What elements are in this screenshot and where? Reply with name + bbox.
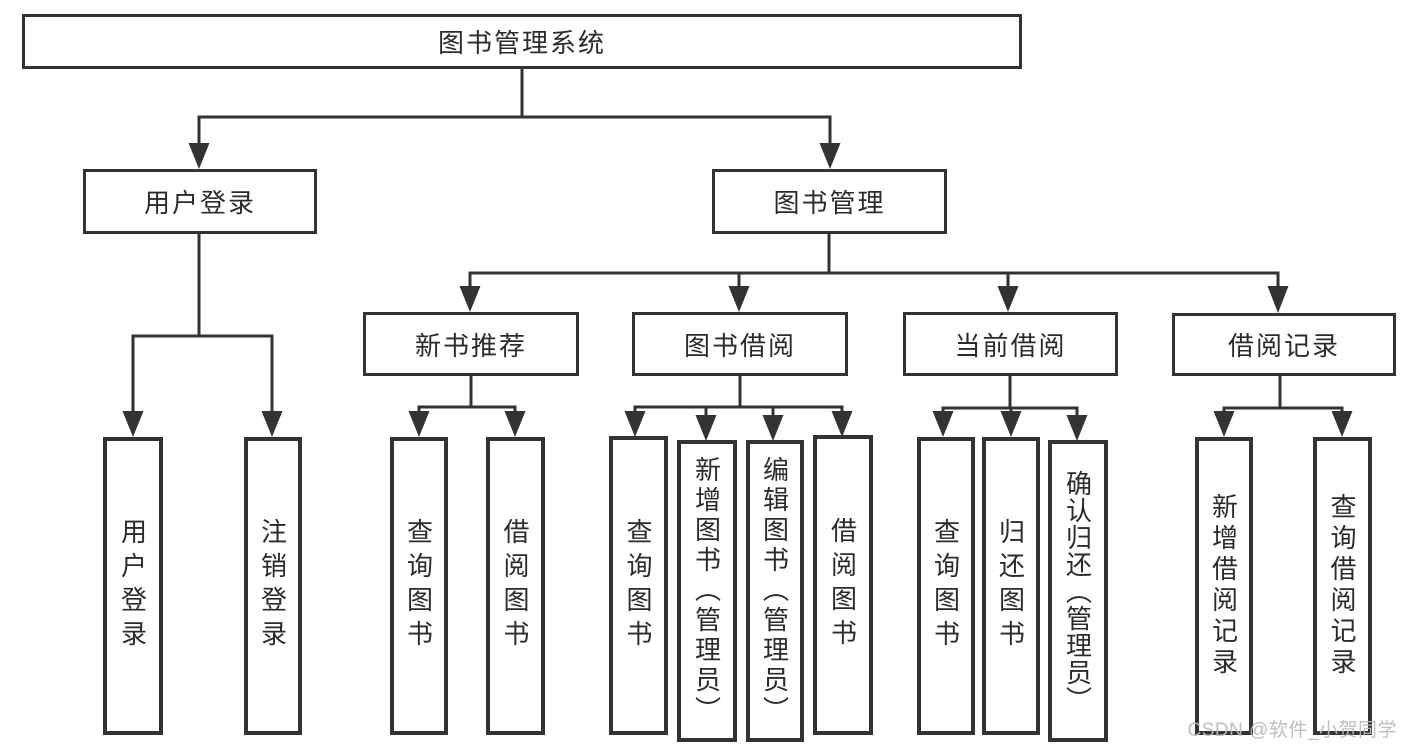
node-leaf-query-book-a-label: 查询图书 (403, 518, 434, 654)
node-leaf-logout: 注销登录 (244, 437, 302, 735)
arrowhead-logout (261, 411, 283, 437)
node-leaf-confirm-return: 确认归还（管理员） (1048, 440, 1108, 742)
node-leaf-query-borrow-record: 查询借阅记录 (1313, 437, 1372, 735)
csdn-watermark: CSDN @软件_小贺同学 (1187, 720, 1397, 741)
node-leaf-add-book: 新增图书（管理员） (677, 440, 737, 742)
arrowhead-bookborrow (728, 286, 750, 312)
node-leaf-query-borrow-record-label: 查询借阅记录 (1327, 493, 1357, 679)
arrowhead-returnbook (1000, 411, 1022, 437)
connector-newbookrec-to-leaves (417, 376, 517, 413)
node-book-mgmt: 图书管理 (712, 169, 947, 234)
arrowhead-bookmgmt (819, 143, 841, 169)
node-borrow-record-label: 借阅记录 (1227, 331, 1340, 361)
arrowhead-borrowrecord (1267, 286, 1289, 313)
node-leaf-borrow-book-a-label: 借阅图书 (500, 518, 530, 654)
node-leaf-borrow-book-b: 借阅图书 (813, 435, 873, 735)
arrowhead-borrowbook-b (831, 411, 853, 437)
node-leaf-edit-book-label: 编辑图书（管理员） (759, 456, 790, 726)
node-new-book-rec-label: 新书推荐 (414, 330, 527, 361)
node-leaf-login-label: 用户登录 (117, 518, 148, 654)
arrowhead-borrowbook-a (504, 411, 526, 437)
node-leaf-query-book-b: 查询图书 (609, 436, 668, 735)
node-leaf-query-book-c: 查询图书 (917, 437, 975, 735)
arrowhead-queryrecord (1331, 411, 1353, 437)
node-root-label: 图书管理系统 (437, 28, 606, 58)
node-leaf-confirm-return-label: 确认归还（管理员） (1062, 469, 1093, 713)
connector-borrowrecord-to-leaves (1222, 376, 1344, 413)
node-leaf-query-book-b-label: 查询图书 (623, 517, 653, 654)
node-leaf-add-borrow-record-label: 新增借阅记录 (1208, 493, 1239, 679)
connector-userlogin-to-leaves (131, 233, 274, 413)
arrowhead-editbook (762, 415, 784, 441)
node-book-borrow-label: 图书借阅 (683, 330, 796, 361)
node-leaf-borrow-book-b-label: 借阅图书 (827, 517, 858, 653)
node-current-borrow: 当前借阅 (903, 312, 1118, 376)
node-leaf-return-book-label: 归还图书 (995, 518, 1026, 654)
arrowhead-addbook (695, 415, 717, 441)
node-borrow-record: 借阅记录 (1172, 313, 1396, 376)
node-leaf-query-book-c-label: 查询图书 (930, 518, 961, 654)
arrowhead-currentborrow (997, 286, 1019, 312)
connector-bookmgmt-to-level3 (468, 233, 1280, 288)
arrowhead-login (122, 411, 144, 437)
node-leaf-edit-book: 编辑图书（管理员） (746, 440, 804, 742)
arrowhead-newbookrec (459, 286, 481, 312)
arrowhead-addrecord (1213, 411, 1235, 437)
node-leaf-query-book-a: 查询图书 (390, 437, 448, 735)
arrowhead-confirmreturn (1066, 415, 1088, 441)
node-leaf-return-book: 归还图书 (982, 437, 1040, 735)
arrowhead-querybook-a (408, 411, 430, 437)
node-book-borrow: 图书借阅 (632, 312, 848, 376)
connector-root-to-level2 (197, 69, 832, 145)
node-leaf-logout-label: 注销登录 (257, 518, 288, 654)
node-user-login-label: 用户登录 (143, 188, 256, 218)
node-leaf-borrow-book-a: 借阅图书 (486, 437, 545, 735)
connector-bookborrow-to-leaves (633, 376, 844, 417)
node-book-mgmt-label: 图书管理 (773, 188, 886, 218)
node-leaf-login: 用户登录 (103, 437, 163, 735)
connector-currentborrow-to-leaves (941, 376, 1079, 417)
node-new-book-rec: 新书推荐 (363, 312, 579, 376)
arrowhead-userlogin (188, 143, 210, 169)
node-leaf-add-book-label: 新增图书（管理员） (691, 456, 722, 726)
arrowhead-querybook-b (624, 411, 646, 437)
node-user-login: 用户登录 (83, 169, 317, 234)
node-leaf-add-borrow-record: 新增借阅记录 (1195, 437, 1253, 735)
node-root: 图书管理系统 (22, 14, 1022, 69)
node-current-borrow-label: 当前借阅 (954, 330, 1067, 361)
arrowhead-querybook-c (932, 411, 954, 437)
